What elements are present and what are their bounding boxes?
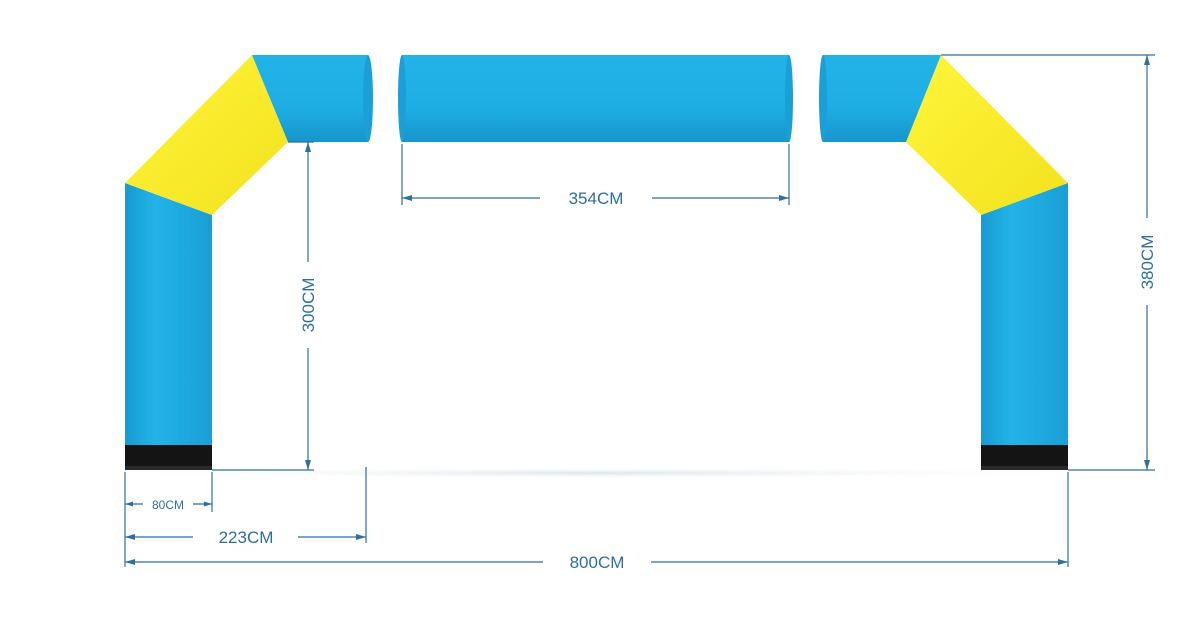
dimension-half-span: 223CM — [125, 467, 367, 547]
dimension-top-span: 354CM — [401, 144, 790, 208]
dimension-leg-width: 80CM — [124, 472, 213, 567]
left-top-blue — [252, 55, 368, 142]
ground-shadow — [80, 467, 1120, 479]
left-base-block — [125, 445, 212, 470]
right-leg-blue — [981, 183, 1068, 445]
right-leg-tube — [819, 55, 1068, 470]
dimension-total-height: 380CM — [941, 54, 1157, 471]
middle-right-end-cap — [785, 55, 793, 142]
middle-tube-body — [402, 55, 789, 142]
middle-left-end-cap — [398, 55, 406, 142]
left-leg-tube — [125, 55, 373, 470]
leg-width-label: 80CM — [152, 498, 184, 512]
half-span-label: 223CM — [219, 528, 274, 547]
left-top-end-cap — [363, 55, 373, 142]
dimension-inner-height: 300CM — [212, 141, 318, 471]
right-top-blue — [823, 55, 941, 142]
left-leg-blue — [125, 183, 212, 445]
right-elbow-yellow — [906, 55, 1068, 215]
total-height-label: 380CM — [1138, 235, 1157, 290]
left-elbow-yellow — [125, 55, 288, 215]
dimension-total-width: 800CM — [125, 472, 1069, 572]
top-span-label: 354CM — [569, 189, 624, 208]
middle-tube — [398, 55, 793, 142]
total-width-label: 800CM — [570, 553, 625, 572]
right-top-end-cap — [819, 55, 827, 142]
right-base-block — [981, 445, 1068, 470]
inner-height-label: 300CM — [299, 278, 318, 333]
